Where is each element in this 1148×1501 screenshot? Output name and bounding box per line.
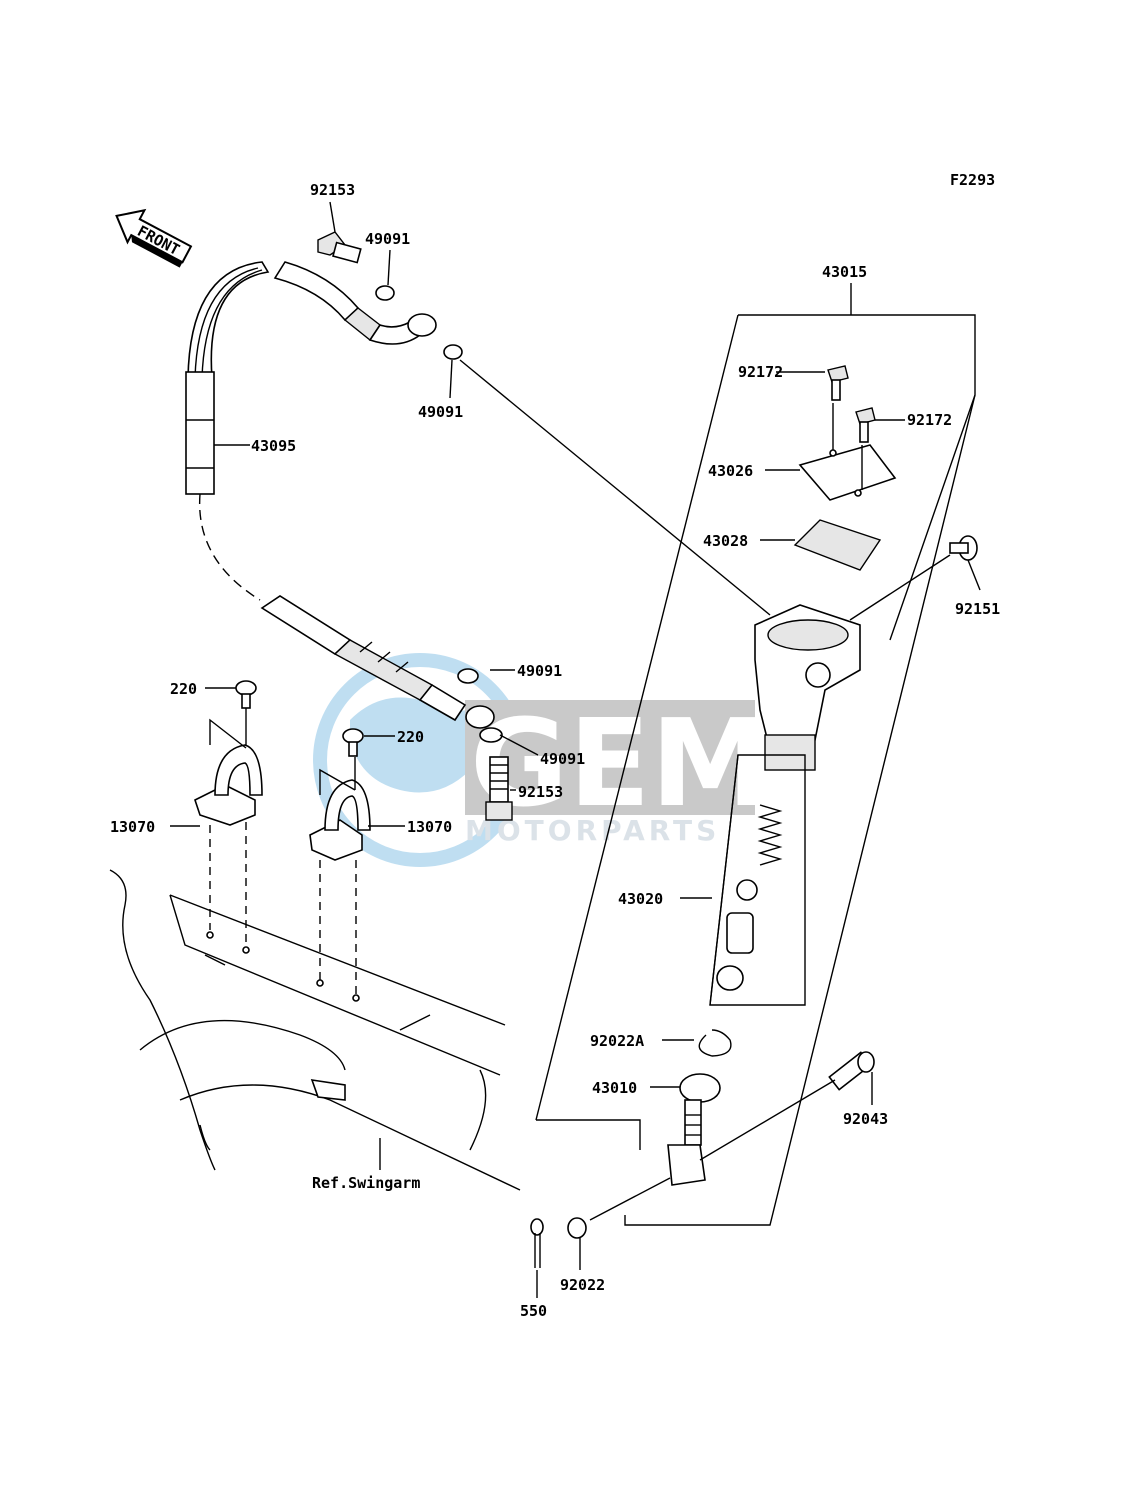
- master-cylinder: [754, 604, 861, 771]
- watermark-brand: GEM: [470, 695, 770, 834]
- clamp-icon: [309, 779, 371, 861]
- callout-92172-b: 92172: [907, 411, 952, 429]
- callout-92172-a: 92172: [738, 363, 783, 381]
- callout-220-b: 220: [397, 728, 424, 746]
- screw-icon: [342, 728, 364, 757]
- washer-icon: [457, 668, 479, 684]
- callout-92043: 92043: [843, 1110, 888, 1128]
- banjo-bolt-lower: [485, 756, 513, 821]
- callout-550: 550: [520, 1302, 547, 1320]
- callout-49091-a: 49091: [365, 230, 410, 248]
- reservoir-diaphragm: [793, 519, 882, 571]
- callout-49091-c: 49091: [517, 662, 562, 680]
- callout-92151: 92151: [955, 600, 1000, 618]
- leader-lines: [170, 201, 905, 1298]
- figure-id: F2293: [950, 171, 995, 189]
- assembly-bracket: [738, 314, 976, 641]
- callout-92022A: 92022A: [590, 1032, 644, 1050]
- screw-icon: [235, 680, 257, 709]
- watermark-globe-icon: [313, 653, 527, 867]
- spring-icon: [757, 804, 783, 866]
- bolt-icon: [949, 535, 978, 561]
- brake-hose: [185, 261, 495, 729]
- callout-43026: 43026: [708, 462, 753, 480]
- callout-92153-b: 92153: [518, 783, 563, 801]
- callout-43015: 43015: [822, 263, 867, 281]
- circlip-icon: [698, 1029, 732, 1057]
- reservoir-cap: [798, 444, 897, 501]
- callout-43028: 43028: [703, 532, 748, 550]
- cotter-pin-icon: [530, 1218, 544, 1268]
- callout-49091-d: 49091: [540, 750, 585, 768]
- callout-43010: 43010: [592, 1079, 637, 1097]
- clamp-icon: [194, 744, 263, 826]
- ref-swingarm-label: Ref.Swingarm: [312, 1174, 420, 1192]
- callout-13070-b: 13070: [407, 818, 452, 836]
- front-arrow-icon: FRONT: [115, 208, 193, 268]
- swingarm: [109, 869, 521, 1191]
- washer-icon: [443, 344, 463, 360]
- callout-43095: 43095: [251, 437, 296, 455]
- push-rod: [667, 1073, 721, 1186]
- callout-92153-top: 92153: [310, 181, 355, 199]
- callout-220-a: 220: [170, 680, 197, 698]
- washer-icon: [567, 1217, 587, 1239]
- banjo-bolt-top: [317, 231, 362, 264]
- callout-92022: 92022: [560, 1276, 605, 1294]
- watermark: GEM MOTORPARTS: [313, 653, 770, 867]
- callout-13070-a: 13070: [110, 818, 155, 836]
- screw-icon: [855, 407, 876, 443]
- callout-43020: 43020: [618, 890, 663, 908]
- washer-icon: [375, 285, 395, 301]
- screw-icon: [827, 365, 849, 401]
- pin-icon: [828, 1051, 875, 1091]
- washer-icon: [479, 727, 503, 743]
- callout-49091-b: 49091: [418, 403, 463, 421]
